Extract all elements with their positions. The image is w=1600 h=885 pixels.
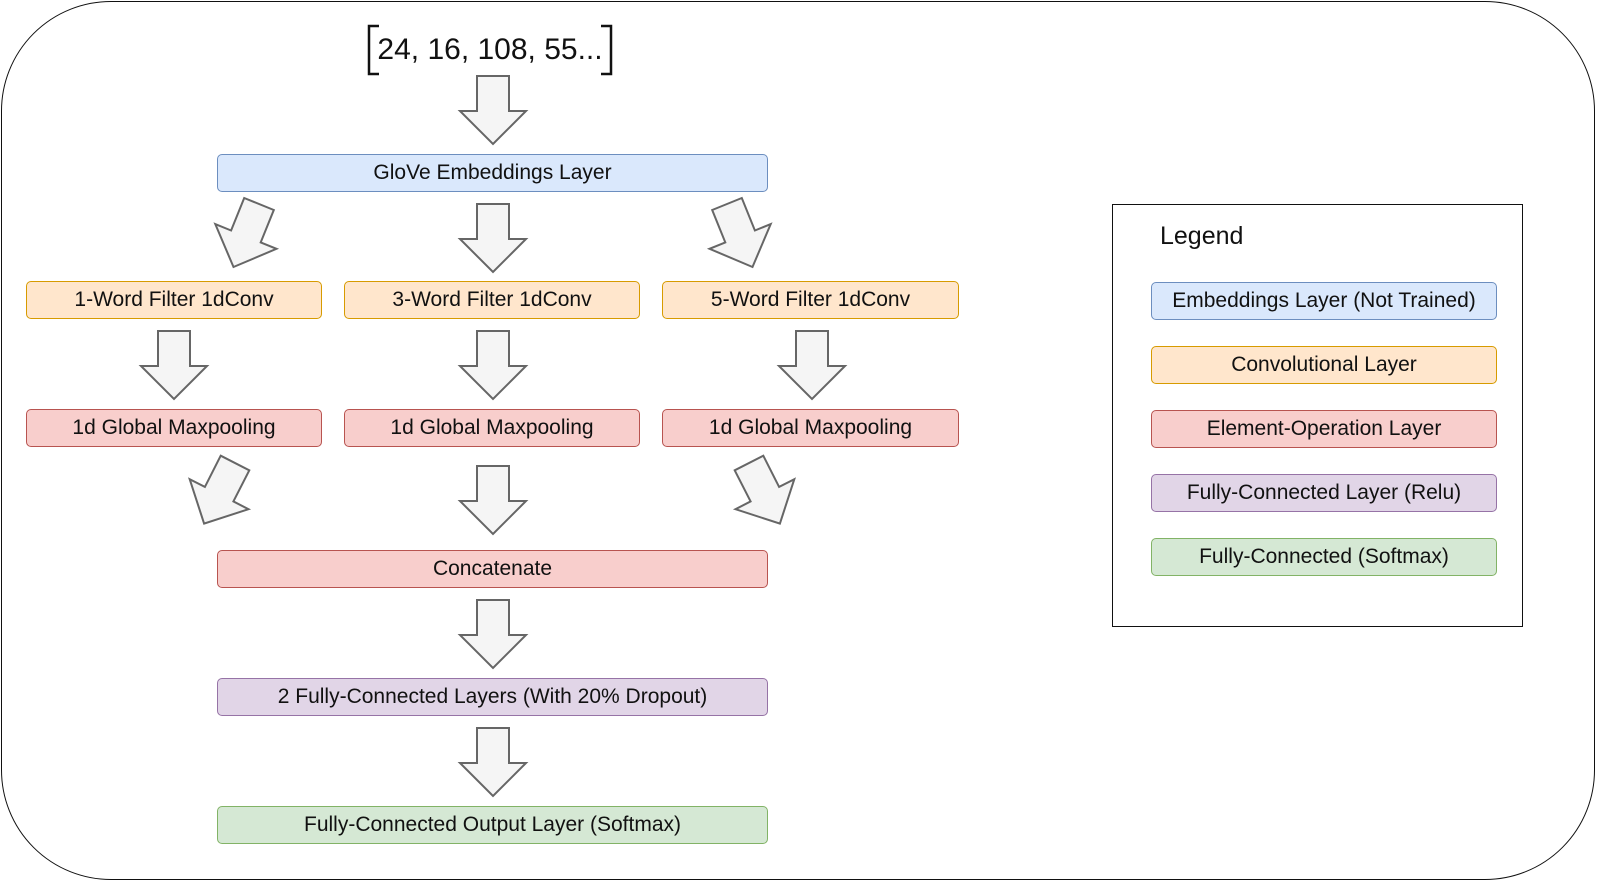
legend-box bbox=[1112, 204, 1523, 627]
bracket-icons bbox=[367, 24, 613, 76]
arrow-embedding-to-conv5 bbox=[706, 196, 773, 269]
conv-5-word-filter: 5-Word Filter 1dConv bbox=[662, 281, 959, 319]
maxpool-5: 1d Global Maxpooling bbox=[662, 409, 959, 447]
arrow-pool1-to-concat bbox=[188, 454, 252, 525]
arrow-conv1-to-pool1 bbox=[138, 330, 210, 401]
fully-connected-output-layer: Fully-Connected Output Layer (Softmax) bbox=[217, 806, 768, 844]
glove-embeddings-layer: GloVe Embeddings Layer bbox=[217, 154, 768, 192]
maxpool-3: 1d Global Maxpooling bbox=[344, 409, 640, 447]
arrow-embedding-to-conv1 bbox=[213, 196, 280, 269]
input-sequence: 24, 16, 108, 55... bbox=[367, 22, 613, 78]
arrow-input-to-embedding bbox=[457, 75, 529, 146]
legend-item-fully-connected-softmax: Fully-Connected (Softmax) bbox=[1151, 538, 1497, 576]
legend-item-element-operation: Element-Operation Layer bbox=[1151, 410, 1497, 448]
legend-item-embeddings: Embeddings Layer (Not Trained) bbox=[1151, 282, 1497, 320]
arrow-conv5-to-pool5 bbox=[776, 330, 848, 401]
arrow-conv3-to-pool3 bbox=[457, 330, 529, 401]
conv-1-word-filter: 1-Word Filter 1dConv bbox=[26, 281, 322, 319]
legend-title: Legend bbox=[1160, 222, 1244, 250]
legend-item-convolutional: Convolutional Layer bbox=[1151, 346, 1497, 384]
arrow-pool5-to-concat bbox=[732, 454, 796, 525]
arrow-concat-to-dense bbox=[457, 599, 529, 670]
legend-item-fully-connected-relu: Fully-Connected Layer (Relu) bbox=[1151, 474, 1497, 512]
arrow-pool3-to-concat bbox=[457, 465, 529, 536]
arrow-embedding-to-conv3 bbox=[457, 203, 529, 274]
fully-connected-layers: 2 Fully-Connected Layers (With 20% Dropo… bbox=[217, 678, 768, 716]
arrow-dense-to-output bbox=[457, 727, 529, 798]
concatenate-layer: Concatenate bbox=[217, 550, 768, 588]
conv-3-word-filter: 3-Word Filter 1dConv bbox=[344, 281, 640, 319]
maxpool-1: 1d Global Maxpooling bbox=[26, 409, 322, 447]
input-sequence-text: 24, 16, 108, 55... bbox=[377, 33, 603, 66]
